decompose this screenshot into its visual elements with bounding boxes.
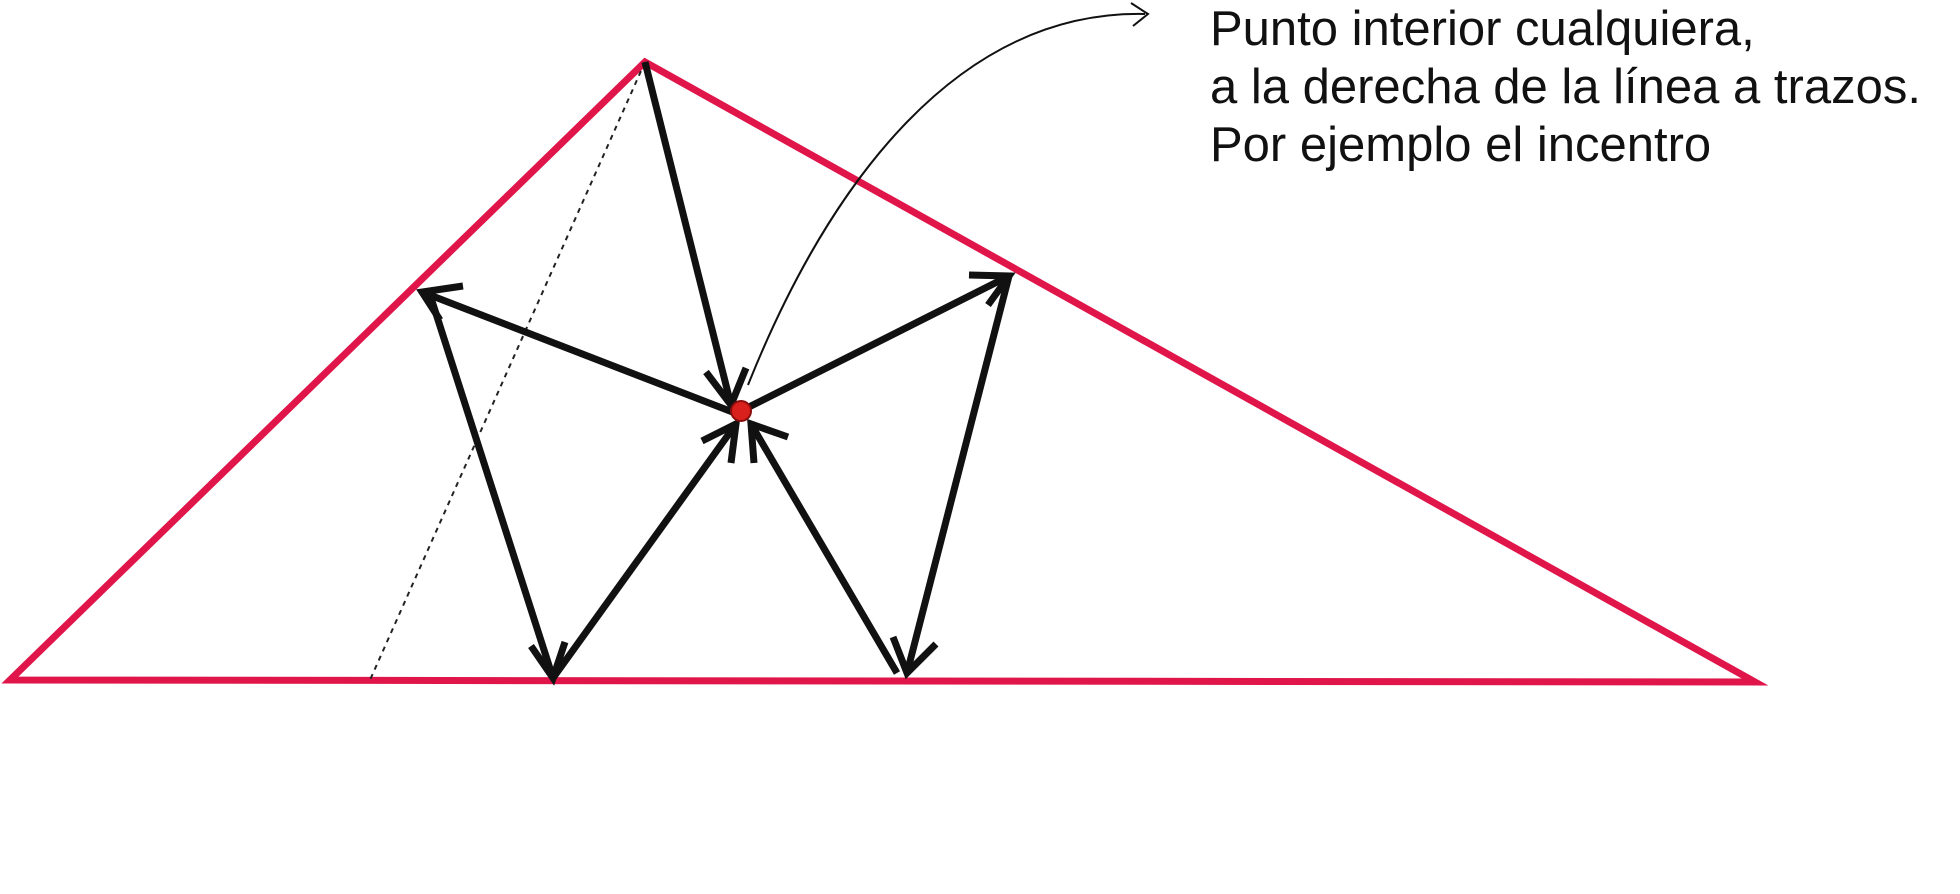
arrow-point-to-right-side [745, 272, 1011, 412]
arrow-base-right-to-point [747, 422, 901, 675]
annotation-text: Punto interior cualquiera, a la derecha … [1210, 0, 1921, 174]
arrow-apex-to-point [641, 61, 735, 406]
arrowhead-apex-to-point [703, 366, 750, 413]
annotation-line-2: a la derecha de la línea a trazos. [1210, 60, 1921, 114]
arrow-point-to-left-side [420, 288, 737, 417]
triangle [1, 57, 1769, 686]
annotation-line-3: Por ejemplo el incentro [1210, 118, 1712, 172]
arrowhead-base-right-to-point [747, 418, 790, 464]
dashed-line [369, 61, 646, 681]
arrowhead-base-left-to-point [700, 417, 741, 464]
reflection-arrows [416, 61, 1016, 686]
arrow-right-side-to-base [903, 275, 1013, 674]
annotation-line-1: Punto interior cualquiera, [1210, 2, 1755, 56]
arrow-base-left-to-point [550, 421, 739, 681]
pointer-arrowhead [1130, 2, 1150, 27]
pointer-curve [747, 12, 1146, 386]
arrow-left-side-to-base [427, 296, 557, 680]
arrowhead-right-side-to-base [889, 635, 939, 680]
interior-point [730, 400, 752, 422]
